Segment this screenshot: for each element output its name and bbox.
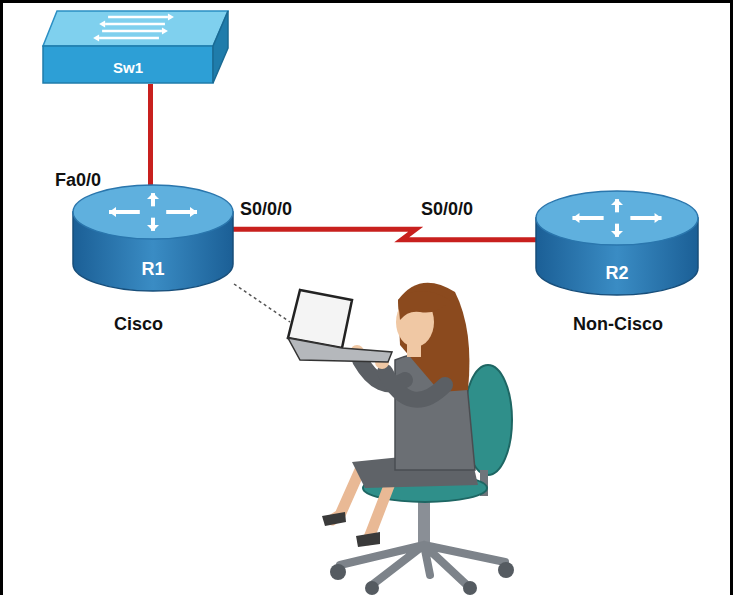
- interface-label: Fa0/0: [55, 170, 101, 191]
- interface-label: S0/0/0: [421, 199, 473, 220]
- device-name: Sw1: [42, 53, 214, 84]
- interface-label: S0/0/0: [240, 199, 292, 220]
- vendor-label: Cisco: [114, 314, 163, 335]
- chair: [330, 365, 514, 595]
- network-link: [233, 229, 536, 239]
- device-name: R1: [72, 250, 234, 290]
- laptop: [288, 290, 392, 362]
- device-name: R2: [535, 254, 699, 294]
- vendor-label: Non-Cisco: [573, 314, 663, 335]
- router-icon: R1: [72, 184, 234, 292]
- switch-icon: Sw1: [42, 10, 229, 84]
- network-link: [148, 84, 153, 186]
- console-cable: [234, 284, 290, 322]
- router-icon: R2: [535, 190, 699, 296]
